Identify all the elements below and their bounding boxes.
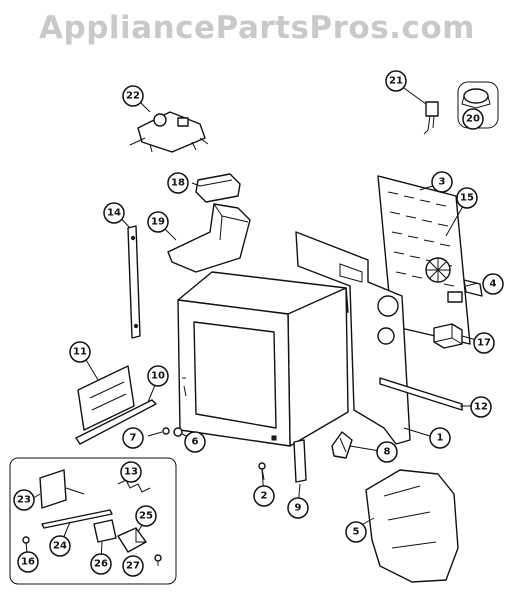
callout-3: 3 (431, 171, 453, 193)
oven-cavity (177, 271, 349, 447)
callout-15: 15 (456, 187, 478, 209)
svg-text:20: 20 (466, 114, 480, 125)
callout-13: 13 (120, 461, 142, 483)
svg-text:5: 5 (353, 527, 360, 538)
svg-text:26: 26 (94, 559, 108, 570)
part-5-insulation (365, 469, 459, 583)
svg-text:2: 2 (261, 491, 268, 502)
part-22-valve (129, 111, 209, 153)
callout-26: 26 (90, 553, 112, 575)
callout-21: 21 (385, 70, 407, 92)
svg-text:3: 3 (439, 177, 446, 188)
callout-9: 9 (287, 497, 309, 519)
part-4-bracket (463, 279, 483, 297)
part-8-hinge (331, 431, 353, 459)
svg-text:10: 10 (151, 371, 165, 382)
svg-text:19: 19 (151, 217, 165, 228)
part-14-strip (127, 225, 141, 339)
svg-text:22: 22 (126, 91, 140, 102)
svg-text:16: 16 (21, 557, 35, 568)
svg-text:6: 6 (192, 437, 199, 448)
svg-text:24: 24 (53, 541, 67, 552)
svg-text:18: 18 (171, 178, 185, 189)
callout-6: 6 (184, 431, 206, 453)
callout-19: 19 (147, 211, 169, 233)
svg-text:1: 1 (437, 433, 444, 444)
svg-text:21: 21 (389, 76, 403, 87)
callout-12: 12 (470, 396, 492, 418)
part-10-rail (75, 399, 157, 445)
callout-20: 20 (462, 108, 484, 130)
part-7-screw (147, 427, 170, 437)
part-11-bracket (77, 365, 135, 431)
svg-text:15: 15 (460, 193, 474, 204)
callout-10: 10 (147, 365, 169, 387)
svg-text:7: 7 (130, 433, 137, 444)
part-1-side-panel (295, 231, 411, 445)
svg-text:14: 14 (107, 208, 121, 219)
callout-17: 17 (473, 332, 495, 354)
callout-25: 25 (135, 505, 157, 527)
callout-5: 5 (345, 521, 367, 543)
watermark-text: AppliancePartsPros.com (39, 10, 475, 46)
svg-text:25: 25 (139, 511, 153, 522)
callout-11: 11 (69, 341, 91, 363)
part-21-switch (423, 101, 439, 135)
svg-text:23: 23 (17, 495, 31, 506)
part-17-transformer (433, 323, 463, 349)
part-2-screw (258, 462, 266, 481)
callout-23: 23 (13, 489, 35, 511)
callout-24: 24 (49, 535, 71, 557)
part-9-strip (293, 439, 307, 483)
part-6-nut (173, 427, 183, 437)
callout-16: 16 (17, 551, 39, 573)
callout-7: 7 (122, 427, 144, 449)
callout-14: 14 (103, 202, 125, 224)
callout-2: 2 (253, 485, 275, 507)
kit-box (9, 457, 177, 585)
svg-text:11: 11 (73, 347, 87, 358)
svg-text:27: 27 (126, 561, 140, 572)
callout-22: 22 (122, 85, 144, 107)
part-19-duct (167, 203, 251, 273)
callout-8: 8 (376, 441, 398, 463)
svg-text:9: 9 (295, 503, 302, 514)
svg-text:17: 17 (477, 338, 491, 349)
part-15-fan (425, 257, 451, 283)
svg-text:12: 12 (474, 402, 488, 413)
callout-4: 4 (482, 273, 504, 295)
callout-1: 1 (429, 427, 451, 449)
svg-text:4: 4 (490, 279, 497, 290)
svg-text:8: 8 (384, 447, 391, 458)
part-18-cover (195, 173, 241, 203)
callout-18: 18 (167, 172, 189, 194)
svg-text:13: 13 (124, 467, 138, 478)
callout-27: 27 (122, 555, 144, 577)
part-12-rail (379, 377, 463, 411)
